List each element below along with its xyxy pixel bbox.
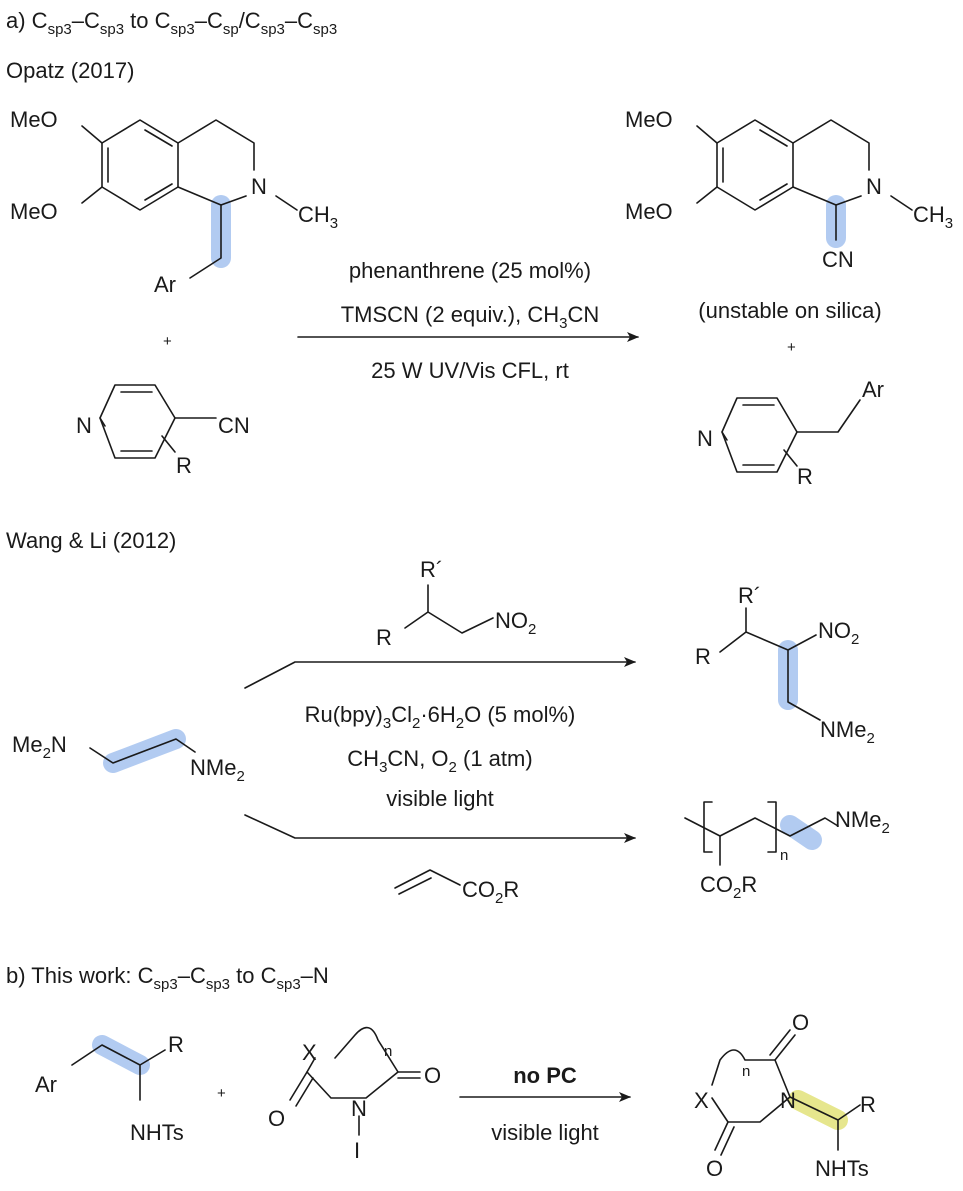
dimethylamino-label: Me2N: [12, 732, 67, 762]
methoxy-label: MeO: [10, 199, 58, 224]
iodine-label: I: [354, 1138, 360, 1163]
substituent-label: R´: [420, 557, 443, 582]
nitrogen-label: N: [251, 174, 267, 199]
plus-sign: +: [163, 333, 172, 350]
nitro-label: NO2: [495, 608, 536, 638]
substituent-label: R: [376, 625, 392, 650]
condition-line-3: 25 W UV/Vis CFL, rt: [371, 358, 569, 383]
oxygen-label: O: [706, 1156, 723, 1181]
nitroamine-product: R´ R NO2 NMe2: [695, 583, 875, 747]
condition-no-photocatalyst: no PC: [513, 1063, 577, 1088]
n-iodo-imide-reagent: X n O O N I: [268, 1026, 441, 1163]
oxygen-label: O: [268, 1106, 285, 1131]
aryl-label: Ar: [862, 377, 884, 402]
condition-visible-light: visible light: [491, 1120, 599, 1145]
oxygen-label: O: [424, 1063, 441, 1088]
methyl-label: CH3: [298, 202, 338, 232]
aminal-product: O n X N R O NHTs: [694, 1010, 876, 1181]
substituent-r-label: R: [176, 453, 192, 478]
cyanopyridine: N CN R: [76, 384, 250, 478]
dimethylamino-label: NMe2: [835, 807, 890, 837]
opatz-starting-material: MeO MeO N CH3 Ar: [10, 107, 338, 297]
substituent-r-label: R: [168, 1032, 184, 1057]
section-b-heading: b) This work: Csp3–Csp3 to Csp3–N: [6, 963, 329, 993]
nitroalkane-reagent: R´ R NO2: [376, 557, 536, 650]
wang-conditions: Ru(bpy)3Cl2·6H2O (5 mol%) CH3CN, O2 (1 a…: [305, 702, 576, 811]
nitrogen-label: N: [780, 1088, 796, 1113]
nitrogen-label: N: [76, 413, 92, 438]
ring-size-label: n: [742, 1063, 750, 1080]
substituent-r-label: R: [860, 1092, 876, 1117]
upper-reaction-arrow: [244, 657, 636, 689]
opatz-conditions: phenanthrene (25 mol%) TMSCN (2 equiv.),…: [297, 258, 639, 383]
substituent-label: R´: [738, 583, 761, 608]
ester-label: CO2R: [462, 877, 519, 907]
cyano-label: CN: [218, 413, 250, 438]
stability-note: (unstable on silica): [698, 298, 881, 323]
dimethylamino-label: NMe2: [190, 755, 245, 785]
condition-line-2: CH3CN, O2 (1 atm): [347, 746, 532, 776]
wang-li-title: Wang & Li (2012): [6, 528, 176, 553]
plus-sign: +: [217, 1085, 226, 1102]
sulfonamide-label: NHTs: [130, 1120, 184, 1145]
cyano-label: CN: [822, 247, 854, 272]
oxygen-label: O: [792, 1010, 809, 1035]
sulfonamide-label: NHTs: [815, 1156, 869, 1181]
acrylate-reagent: CO2R: [394, 869, 519, 907]
this-work-conditions: no PC visible light: [459, 1063, 631, 1145]
heteroatom-x-label: X: [302, 1040, 317, 1065]
condition-line-1: phenanthrene (25 mol%): [349, 258, 591, 283]
sulfonamide-starting-material: Ar R NHTs: [35, 1032, 184, 1145]
nitrogen-label: N: [351, 1096, 367, 1121]
lower-reaction-arrow: [244, 814, 636, 843]
aryl-label: Ar: [154, 272, 176, 297]
repeat-count-label: n: [780, 847, 788, 864]
benzylpyridine: N Ar R: [697, 377, 884, 489]
opatz-product: MeO MeO N CH3 CN (unstable on silica): [625, 107, 953, 323]
nitro-label: NO2: [818, 618, 859, 648]
condition-line-2: TMSCN (2 equiv.), CH3CN: [341, 302, 600, 332]
nitrogen-label: N: [697, 426, 713, 451]
polymer-product: n NMe2 CO2R: [684, 801, 890, 902]
nitrogen-label: N: [866, 174, 882, 199]
plus-sign: +: [787, 339, 796, 356]
tmeda-starting-material: Me2N NMe2: [12, 729, 245, 785]
substituent-r-label: R: [797, 464, 813, 489]
section-a-heading: a) Csp3–Csp3 to Csp3–Csp/Csp3–Csp3: [6, 8, 337, 38]
condition-line-1: Ru(bpy)3Cl2·6H2O (5 mol%): [305, 702, 576, 732]
methoxy-label: MeO: [625, 199, 673, 224]
methoxy-label: MeO: [10, 107, 58, 132]
substituent-label: R: [695, 644, 711, 669]
methyl-label: CH3: [913, 202, 953, 232]
ester-label: CO2R: [700, 872, 757, 902]
condition-line-3: visible light: [386, 786, 494, 811]
aryl-label: Ar: [35, 1072, 57, 1097]
ring-size-label: n: [384, 1043, 392, 1060]
heteroatom-x-label: X: [694, 1088, 709, 1113]
methoxy-label: MeO: [625, 107, 673, 132]
opatz-title: Opatz (2017): [6, 58, 134, 83]
dimethylamino-label: NMe2: [820, 717, 875, 747]
